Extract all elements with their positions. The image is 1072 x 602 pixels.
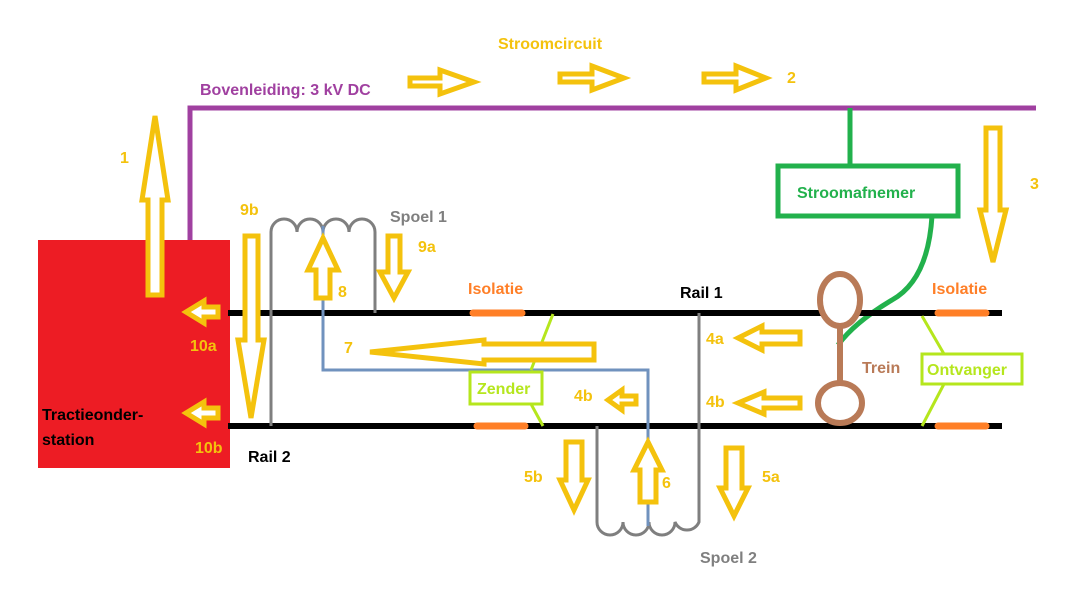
pantograph-box (775, 163, 961, 219)
overhead-line-label: Bovenleiding: 3 kV DC (200, 82, 371, 99)
insulation-right-label: Isolatie (932, 281, 987, 298)
overhead-line (187, 105, 1036, 240)
substation-label-1: Tractieonder- (42, 407, 143, 424)
receiver-label: Ontvanger (927, 362, 1007, 379)
arrow-5a (715, 445, 753, 522)
arrow-4a (732, 321, 803, 355)
step-3: 3 (1030, 176, 1039, 193)
step-5a: 5a (762, 469, 780, 486)
arrow-4b-right (731, 388, 803, 418)
insulation-left-label: Isolatie (468, 281, 523, 298)
coil-1-label: Spoel 1 (390, 209, 447, 226)
receiver-box (920, 352, 1024, 386)
arrow-10a (181, 296, 221, 328)
rail-1-label: Rail 1 (680, 285, 723, 302)
traction-substation (38, 240, 230, 468)
step-2: 2 (787, 70, 796, 87)
pantograph-label: Stroomafnemer (797, 185, 915, 202)
step-10b: 10b (195, 440, 223, 457)
arrow-1 (139, 115, 171, 298)
arrow-10b (181, 397, 221, 429)
step-5b: 5b (524, 469, 543, 486)
arrow-9a (375, 233, 413, 304)
arrow-2a (407, 66, 482, 98)
train-wheel-top (817, 271, 863, 329)
pantograph-arm (835, 215, 935, 347)
step-7: 7 (344, 340, 353, 357)
title-label: Stroomcircuit (498, 36, 603, 53)
step-9b: 9b (240, 202, 259, 219)
arrow-4b-left (603, 385, 639, 415)
transmitter-label: Zender (477, 381, 530, 398)
step-4b-right: 4b (706, 394, 725, 411)
arrow-7 (369, 337, 597, 367)
transmitter-leader-bottom (529, 403, 545, 427)
receiver-leader-bottom (920, 383, 946, 427)
arrow-2b (557, 62, 632, 94)
arrow-6 (629, 436, 667, 505)
rail-2-label: Rail 2 (248, 449, 291, 466)
train-wheel-bottom (815, 380, 865, 426)
step-9a: 9a (418, 239, 436, 256)
step-6: 6 (662, 475, 671, 492)
arrow-2c (701, 62, 773, 94)
step-10a: 10a (190, 338, 217, 355)
transmitter-box (468, 370, 544, 406)
arrow-3 (976, 125, 1010, 263)
step-4a: 4a (706, 331, 724, 348)
arrow-9b (235, 233, 267, 419)
step-4b-left: 4b (574, 388, 593, 405)
train-label: Trein (862, 360, 900, 377)
arrow-5b (556, 439, 592, 516)
step-8: 8 (338, 284, 347, 301)
step-1: 1 (120, 150, 129, 167)
coil-2-label: Spoel 2 (700, 550, 757, 567)
arrow-8 (304, 232, 342, 301)
substation-label-2: station (42, 432, 94, 449)
receiver-leader-top (920, 315, 946, 355)
